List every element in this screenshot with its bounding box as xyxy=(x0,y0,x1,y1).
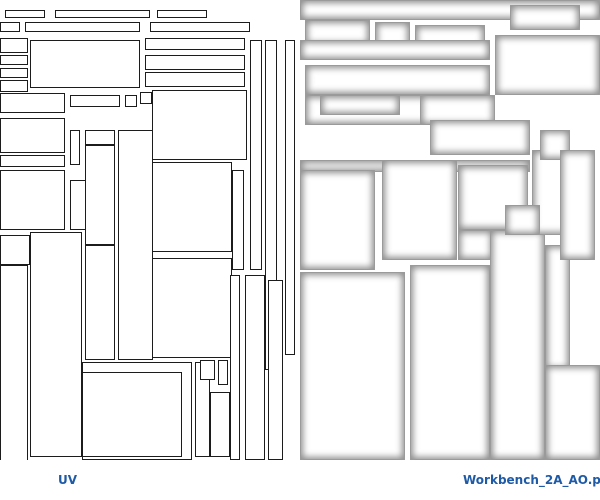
uv-island xyxy=(210,392,230,457)
uv-island xyxy=(152,90,247,160)
ao-patch xyxy=(410,265,490,460)
ao-patch xyxy=(430,120,530,155)
uv-island xyxy=(0,170,65,230)
uv-island xyxy=(85,245,115,360)
uv-island xyxy=(0,38,28,53)
ao-patch xyxy=(300,40,490,60)
ao-filename-label: Workbench_2A_AO.pr xyxy=(463,473,600,487)
uv-island xyxy=(285,40,295,355)
uv-island xyxy=(218,360,228,385)
uv-island xyxy=(150,22,250,32)
uv-island xyxy=(200,360,215,380)
uv-island xyxy=(125,95,137,107)
uv-island xyxy=(85,130,115,145)
uv-island xyxy=(55,10,150,18)
uv-island xyxy=(268,280,283,460)
uv-island xyxy=(82,372,182,457)
uv-island xyxy=(152,258,232,358)
uv-island xyxy=(85,145,115,245)
uv-island xyxy=(0,235,30,265)
uv-island xyxy=(250,40,262,270)
uv-island xyxy=(118,130,153,360)
uv-island xyxy=(152,162,232,252)
uv-island xyxy=(0,118,65,153)
ao-patch xyxy=(560,150,595,260)
uv-island xyxy=(145,55,245,70)
uv-island xyxy=(232,170,244,270)
uv-label: UV xyxy=(58,473,78,487)
uv-island xyxy=(145,72,245,87)
uv-island xyxy=(145,38,245,50)
ao-patch xyxy=(495,35,600,95)
uv-island xyxy=(30,232,82,457)
uv-island xyxy=(245,275,265,460)
texture-canvas xyxy=(0,0,600,460)
ao-patch xyxy=(490,230,545,460)
uv-island xyxy=(0,155,65,167)
uv-island xyxy=(230,275,240,460)
ao-patch xyxy=(300,272,405,460)
uv-island xyxy=(0,93,65,113)
ao-patch xyxy=(505,205,540,235)
uv-island xyxy=(0,22,20,32)
uv-island xyxy=(0,265,28,460)
ao-patch xyxy=(545,365,600,460)
uv-island xyxy=(70,95,120,107)
ao-patch xyxy=(382,160,457,260)
uv-island xyxy=(70,130,80,165)
ao-patch xyxy=(510,5,580,30)
uv-island xyxy=(0,68,28,78)
uv-island xyxy=(0,55,28,65)
ao-patch xyxy=(458,230,493,260)
ao-patch xyxy=(300,170,375,270)
ao-patch xyxy=(320,95,400,115)
uv-island xyxy=(157,10,207,18)
uv-island xyxy=(140,92,152,104)
ao-patch xyxy=(545,245,570,370)
uv-island xyxy=(5,10,45,18)
uv-island xyxy=(25,22,140,32)
uv-island xyxy=(0,80,28,92)
uv-island xyxy=(30,40,140,88)
ao-patch xyxy=(305,65,490,95)
